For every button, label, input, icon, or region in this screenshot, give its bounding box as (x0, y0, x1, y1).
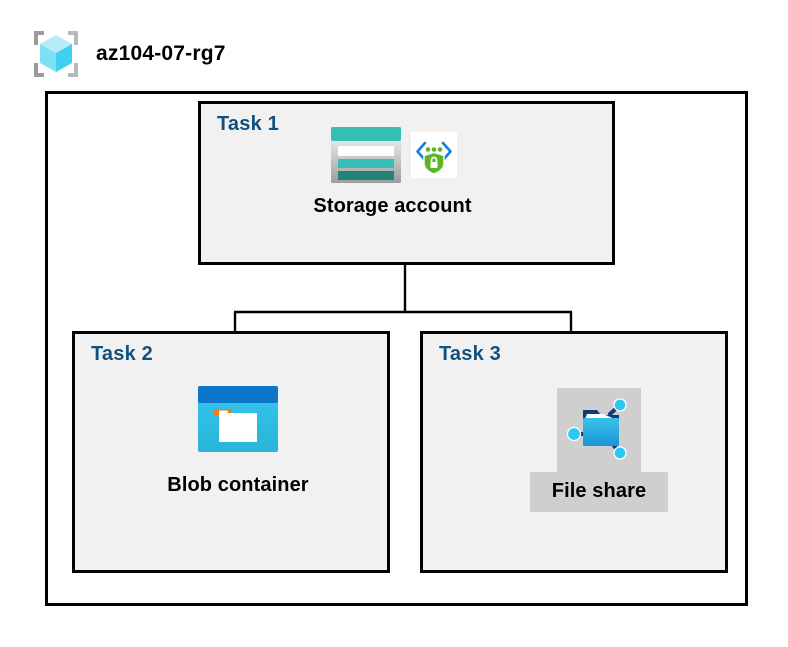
storage-account-caption: Storage account (313, 195, 472, 217)
node-file-share[interactable]: File share (509, 388, 689, 512)
task-2-label: Task 2 (91, 343, 153, 365)
task-1-label: Task 1 (217, 113, 279, 135)
file-share-icon (563, 392, 635, 469)
node-blob-container[interactable]: Blob container (148, 382, 328, 497)
task-3-label: Task 3 (439, 343, 501, 365)
file-share-icon-row (557, 388, 641, 472)
resource-group-header: az104-07-rg7 (30, 28, 226, 80)
storage-account-icon (329, 125, 403, 190)
storage-account-icon-row (329, 121, 457, 193)
node-storage-account[interactable]: Storage account (290, 121, 495, 218)
task-box-2[interactable]: Task 2 (72, 331, 390, 573)
blob-container-icon-row (197, 382, 279, 460)
resource-group-name: az104-07-rg7 (96, 42, 226, 65)
resource-group-cube-icon (30, 28, 82, 80)
blob-container-caption: Blob container (167, 474, 309, 496)
file-share-caption: File share (529, 472, 669, 512)
task-box-1[interactable]: Task 1 (198, 101, 615, 265)
blob-container-icon (197, 385, 279, 458)
secure-endpoint-shield-icon (410, 131, 457, 183)
